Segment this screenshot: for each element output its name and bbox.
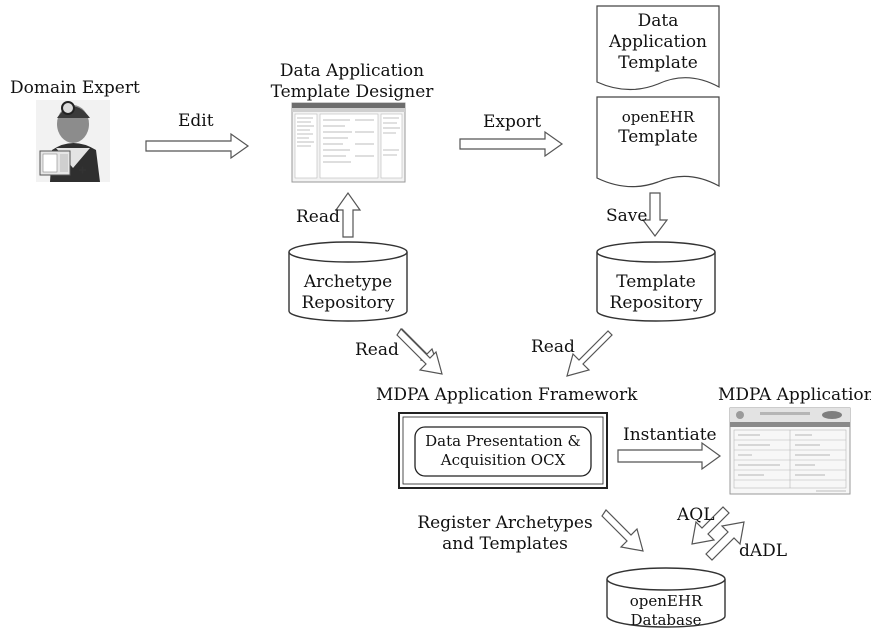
template-repository-cylinder [596,241,716,322]
openehr-database-cylinder [606,567,726,628]
data-application-template-text: Data Application Template [598,11,718,74]
export-label: Export [483,112,542,132]
register-line2: and Templates [442,534,568,554]
dat-line3: Template [618,53,698,73]
template-repo-line2: Repository [609,293,703,313]
designer-title: Data Application Template Designer [262,61,442,103]
dadl-arrow [705,521,745,561]
openehr-db-line1: openEHR [629,592,703,610]
mdpa-framework-box [398,412,608,489]
archetype-repo-line1: Archetype [303,272,393,292]
ocx-component-label: Data Presentation & Acquisition OCX [415,432,591,470]
edit-arrow [145,132,250,160]
openehr-db-line2: Database [630,611,702,629]
archetype-repository-cylinder [288,241,408,322]
read-archetype-arrow-body [396,328,443,375]
designer-title-line1: Data Application [279,61,425,81]
application-screenshot-thumbnail [729,407,851,495]
save-label: Save [606,206,648,226]
template-repository-label: Template Repository [597,272,715,314]
read-designer-label: Read [296,207,340,227]
openehr-template-document [596,96,720,188]
dat-line2: Application [608,32,708,52]
doctor-avatar-icon [36,100,110,182]
export-arrow [459,130,564,158]
dat-line1: Data [637,11,679,31]
data-application-template-document [596,5,720,91]
save-down-arrow [641,192,669,237]
mdpa-framework-title: MDPA Application Framework [376,385,638,405]
openehr-database-label: openEHR Database [607,592,725,630]
designer-screenshot-thumbnail [291,102,406,183]
register-label: Register Archetypes and Templates [414,513,596,555]
designer-title-line2: Template Designer [270,82,434,102]
read-up-arrow [334,191,362,238]
oet-line2: Template [618,127,698,147]
read-template-arrow [566,330,613,377]
register-arrow [601,509,644,552]
aql-arrow [691,506,730,545]
instantiate-arrow [617,441,722,471]
domain-expert-label: Domain Expert [10,78,140,98]
register-line1: Register Archetypes [417,513,593,533]
template-repo-line1: Template [616,272,696,292]
dadl-label: dADL [739,541,788,561]
read-archetype-label: Read [355,340,399,360]
aql-label: AQL [677,505,715,525]
archetype-repo-line2: Repository [301,293,395,313]
ocx-line1: Data Presentation & [425,432,581,450]
oet-line1: openEHR [621,108,695,126]
edit-label: Edit [178,111,214,131]
instantiate-label: Instantiate [623,425,717,445]
read-template-label: Read [531,337,575,357]
archetype-repository-label: Archetype Repository [289,272,407,314]
ocx-line2: Acquisition OCX [440,451,566,469]
openehr-template-text: openEHR Template [598,108,718,148]
mdpa-application-title: MDPA Application [718,385,871,405]
